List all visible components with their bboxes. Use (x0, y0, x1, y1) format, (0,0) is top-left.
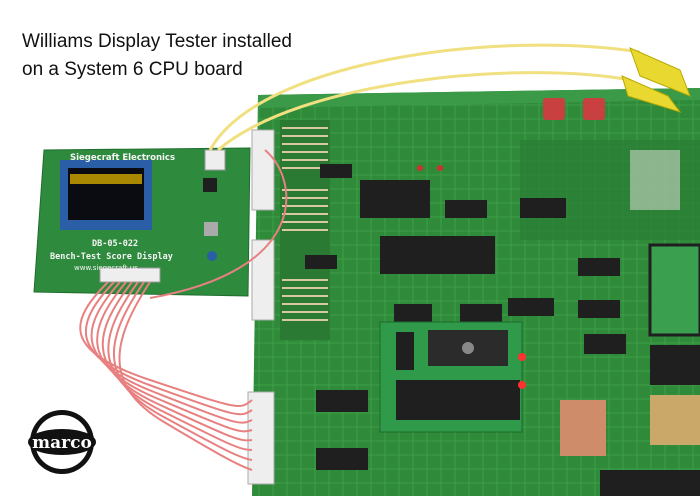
capacitor-orange (560, 400, 606, 456)
caption-line-2: on a System 6 CPU board (22, 59, 243, 80)
led-red (518, 353, 526, 361)
edge-connector-lower (247, 391, 275, 485)
tester-part-number: DB-05-022 (92, 239, 138, 249)
tester-button (207, 251, 217, 261)
led-red (518, 381, 526, 389)
edge-connector-middle (251, 239, 275, 321)
cpu-board (247, 88, 700, 496)
logo-text: marco (32, 433, 92, 453)
marco-logo: marco (28, 410, 96, 474)
photo-caption: Williams Display Tester installed on a S… (22, 28, 292, 84)
ribbon-socket (648, 243, 700, 337)
alligator-clip (621, 75, 682, 113)
tester-board: Siegecraft Electronics DB-05-022 Bench-T… (33, 147, 251, 297)
red-component (583, 98, 605, 120)
resistor-rows (280, 120, 330, 340)
socket-tan (650, 395, 700, 445)
edge-connector-upper (251, 129, 275, 211)
daughter-board (379, 321, 526, 433)
alligator-clip (629, 47, 691, 97)
tester-product: Bench-Test Score Display (50, 251, 173, 262)
tester-url: www.siegecraft.us (74, 264, 138, 272)
cpu-chip (396, 380, 520, 420)
red-component (543, 98, 565, 120)
ribbon-connector (99, 267, 161, 283)
tester-maker: Siegecraft Electronics (70, 153, 175, 163)
ic-chips (305, 164, 700, 496)
tester-chip (203, 178, 217, 192)
power-connector (204, 149, 226, 171)
wiring (79, 43, 691, 471)
caption-line-1: Williams Display Tester installed (22, 31, 292, 52)
tester-switch (204, 222, 218, 236)
